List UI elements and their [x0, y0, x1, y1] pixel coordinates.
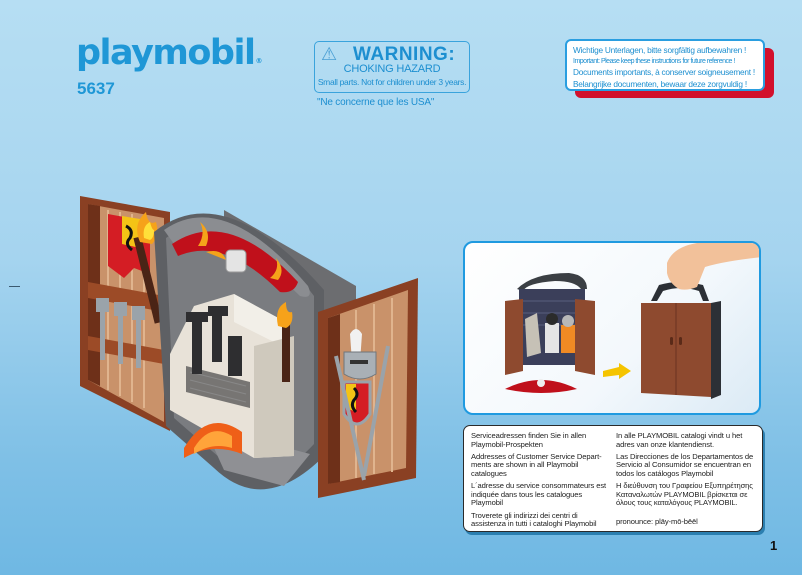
- service-text-fr: L´adresse du service consommateurs est i…: [471, 481, 607, 508]
- warning-triangle-icon: ⚠: [321, 44, 338, 64]
- warning-header: ⚠ WARNING:: [315, 44, 469, 64]
- open-playset-small: [505, 273, 595, 393]
- keep-line-nl: Belangrijke documenten, bewaar deze zorg…: [573, 78, 747, 89]
- pronunciation-note: pronounce: plāy-mō-bēēl: [616, 516, 698, 526]
- fold-mark: [9, 286, 20, 287]
- service-text-it: Troverete gli indirizzi dei centri di as…: [471, 510, 597, 529]
- service-column-right: In alle PLAYMOBIL catalogi vindt u het a…: [616, 431, 762, 530]
- service-text-de: Serviceadressen finden Sie in allen Play…: [471, 431, 587, 449]
- choking-hazard-warning: ⚠ WARNING: CHOKING HAZARD Small parts. N…: [314, 41, 470, 93]
- warning-detail: Small parts. Not for children under 3 ye…: [317, 77, 467, 87]
- open-to-closed-case-illustration: [505, 243, 759, 399]
- service-text-el: Η διεύθυνση του Γραφείου Εξυπηρέτησης Κα…: [616, 481, 753, 508]
- left-door: [80, 196, 170, 431]
- customer-service-info: Serviceadressen finden Sie in allen Play…: [463, 425, 763, 532]
- warning-title: WARNING:: [353, 44, 456, 65]
- service-text-en: Addresses of Customer Service Depart-men…: [471, 451, 602, 478]
- registered-mark: ®: [255, 57, 263, 65]
- service-column-left: Serviceadressen finden Sie in allen Play…: [471, 431, 613, 532]
- carry-case-illustration-panel: [463, 241, 761, 415]
- warning-subtitle: CHOKING HAZARD: [343, 63, 441, 75]
- right-door: [318, 278, 418, 498]
- product-number: 5637: [77, 79, 115, 98]
- keep-line-de: Wichtige Unterlagen, bitte sorgfältig au…: [573, 45, 747, 55]
- playset-blacksmith-illustration: [80, 196, 418, 498]
- brand-name: playmobil: [76, 33, 256, 73]
- closed-carry-case: [641, 243, 759, 399]
- right-arrow-icon: [603, 363, 631, 379]
- service-text-es: Las Direcciones de los Departamentos de …: [616, 451, 754, 478]
- keep-line-en: Important: Please keep these instruction…: [573, 58, 735, 66]
- forge: [170, 294, 294, 458]
- page-number: 1: [770, 538, 778, 553]
- service-text-nl: In alle PLAYMOBIL catalogi vindt u het a…: [616, 431, 743, 449]
- playmobil-logo: playmobil®: [76, 36, 262, 71]
- keep-instructions-notice: Wichtige Unterlagen, bitte sorgfältig au…: [565, 39, 765, 91]
- usa-only-note: "Ne concerne que les USA": [317, 97, 435, 108]
- keep-line-fr: Documents importants, à conserver soigne…: [573, 67, 755, 78]
